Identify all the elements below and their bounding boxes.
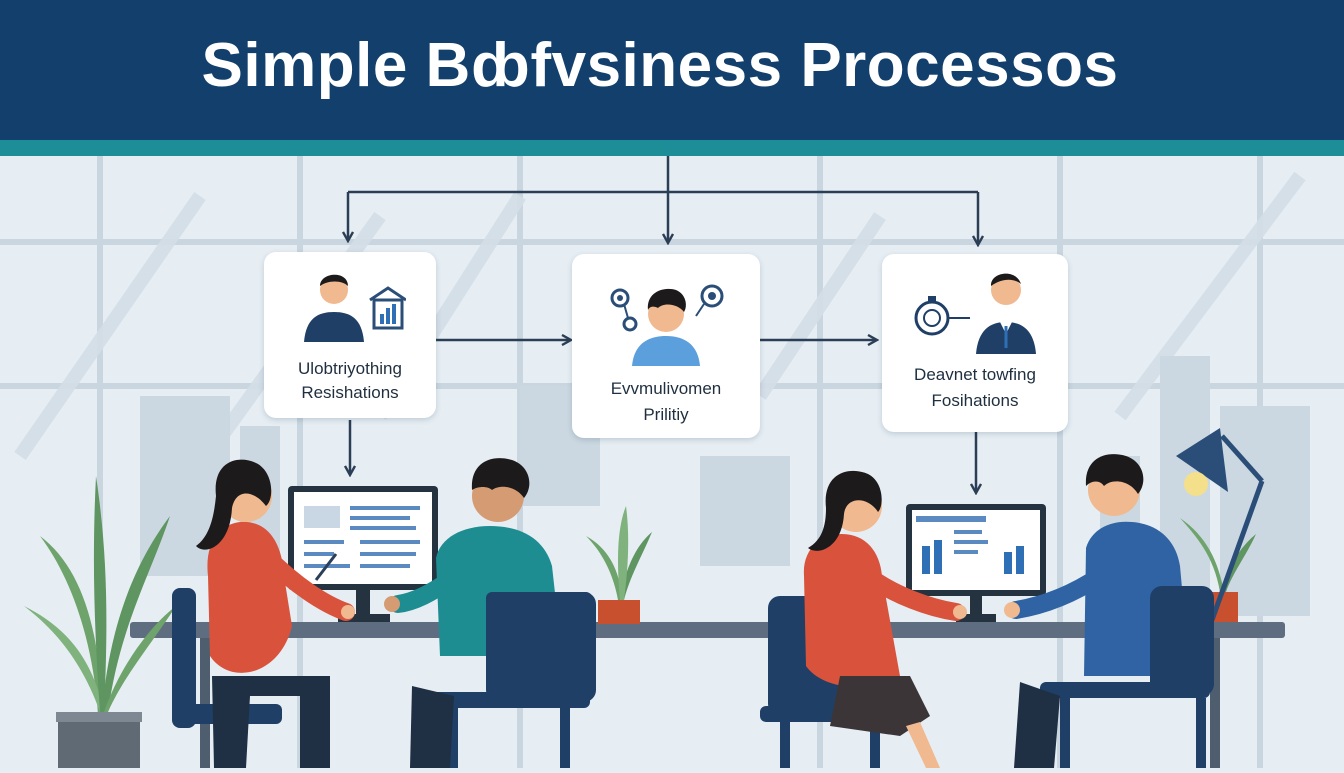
person-woman-orange-left <box>172 459 355 768</box>
person-man-teal-left <box>384 458 596 768</box>
person-gears-icon <box>610 284 724 366</box>
person-woman-orange-right <box>760 470 967 768</box>
step-2-title: Evvmulivomen <box>610 379 722 398</box>
step-1-subtitle: Resishations <box>301 383 399 402</box>
monitor-left <box>288 486 438 622</box>
header-banner <box>0 0 1344 140</box>
process-step-card-1: Ulobtriyothing Resishations <box>264 252 436 418</box>
desk-lamp <box>1176 428 1265 621</box>
page-title: Simple Bȸfvsiness Processos <box>201 31 1119 100</box>
step-1-title: Ulobtriyothing <box>298 359 402 378</box>
process-step-card-3: Deavnet towfing Fosihations <box>882 254 1068 432</box>
step-2-subtitle: Prilitiy <box>643 405 689 424</box>
office-scene <box>0 140 1344 768</box>
plant-left <box>24 476 176 768</box>
desk <box>130 622 1285 638</box>
process-step-card-2: Evvmulivomen Prilitiy <box>572 254 760 438</box>
businessman-stopwatch-icon <box>914 273 1036 354</box>
person-house-chart-icon <box>304 274 406 342</box>
step-3-title: Deavnet towfing <box>914 365 1036 384</box>
flow-arrows <box>348 140 978 492</box>
plant-desk <box>586 506 652 624</box>
header-accent-stripe <box>0 140 1344 156</box>
person-man-blue-right <box>1004 454 1214 768</box>
monitor-right <box>906 504 1046 622</box>
step-3-subtitle: Fosihations <box>931 391 1019 410</box>
